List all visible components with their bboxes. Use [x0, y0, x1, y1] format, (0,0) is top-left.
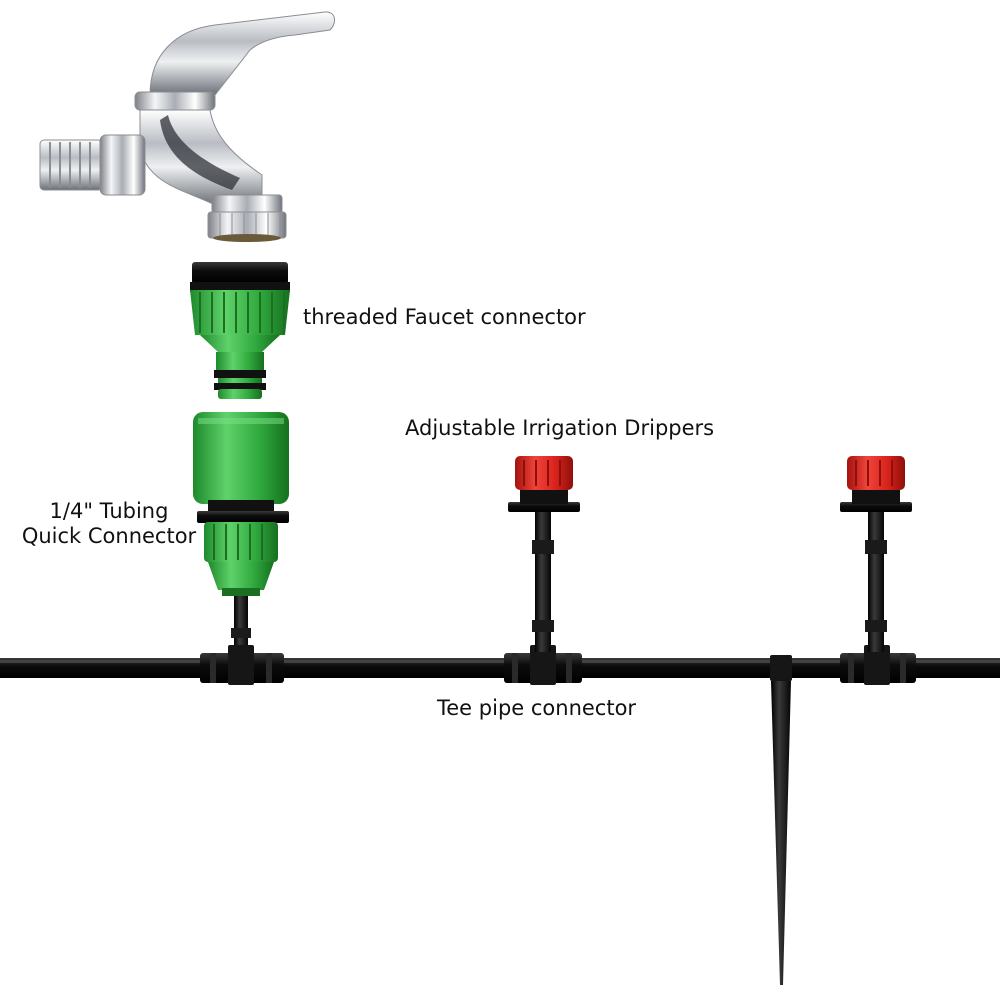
tubing-label-line1: 1/4" Tubing [49, 499, 169, 523]
adjustable-dripper-2 [847, 456, 905, 490]
dripper-stake-1 [508, 488, 580, 652]
drippers-label: Adjustable Irrigation Drippers [405, 416, 715, 440]
tee-connector-label: Tee pipe connector [437, 696, 637, 720]
riser-tube-1 [234, 596, 248, 656]
tee-connector-2 [504, 645, 582, 685]
tubing-label-line2: Quick Connector [21, 524, 197, 548]
riser-barb-1 [231, 628, 251, 638]
tubing-connector-label: 1/4" Tubing Quick Connector [18, 499, 200, 549]
faucet-connector-label: threaded Faucet connector [303, 305, 586, 329]
adjustable-dripper-1 [515, 456, 573, 490]
tee-connector-3 [840, 645, 916, 685]
dripper-stake-2 [840, 488, 912, 652]
tee-connector-1 [200, 645, 284, 685]
faucet-tap [39, 11, 336, 242]
quick-connector [193, 412, 289, 596]
threaded-faucet-connector [190, 262, 290, 399]
ground-stake [770, 655, 792, 985]
